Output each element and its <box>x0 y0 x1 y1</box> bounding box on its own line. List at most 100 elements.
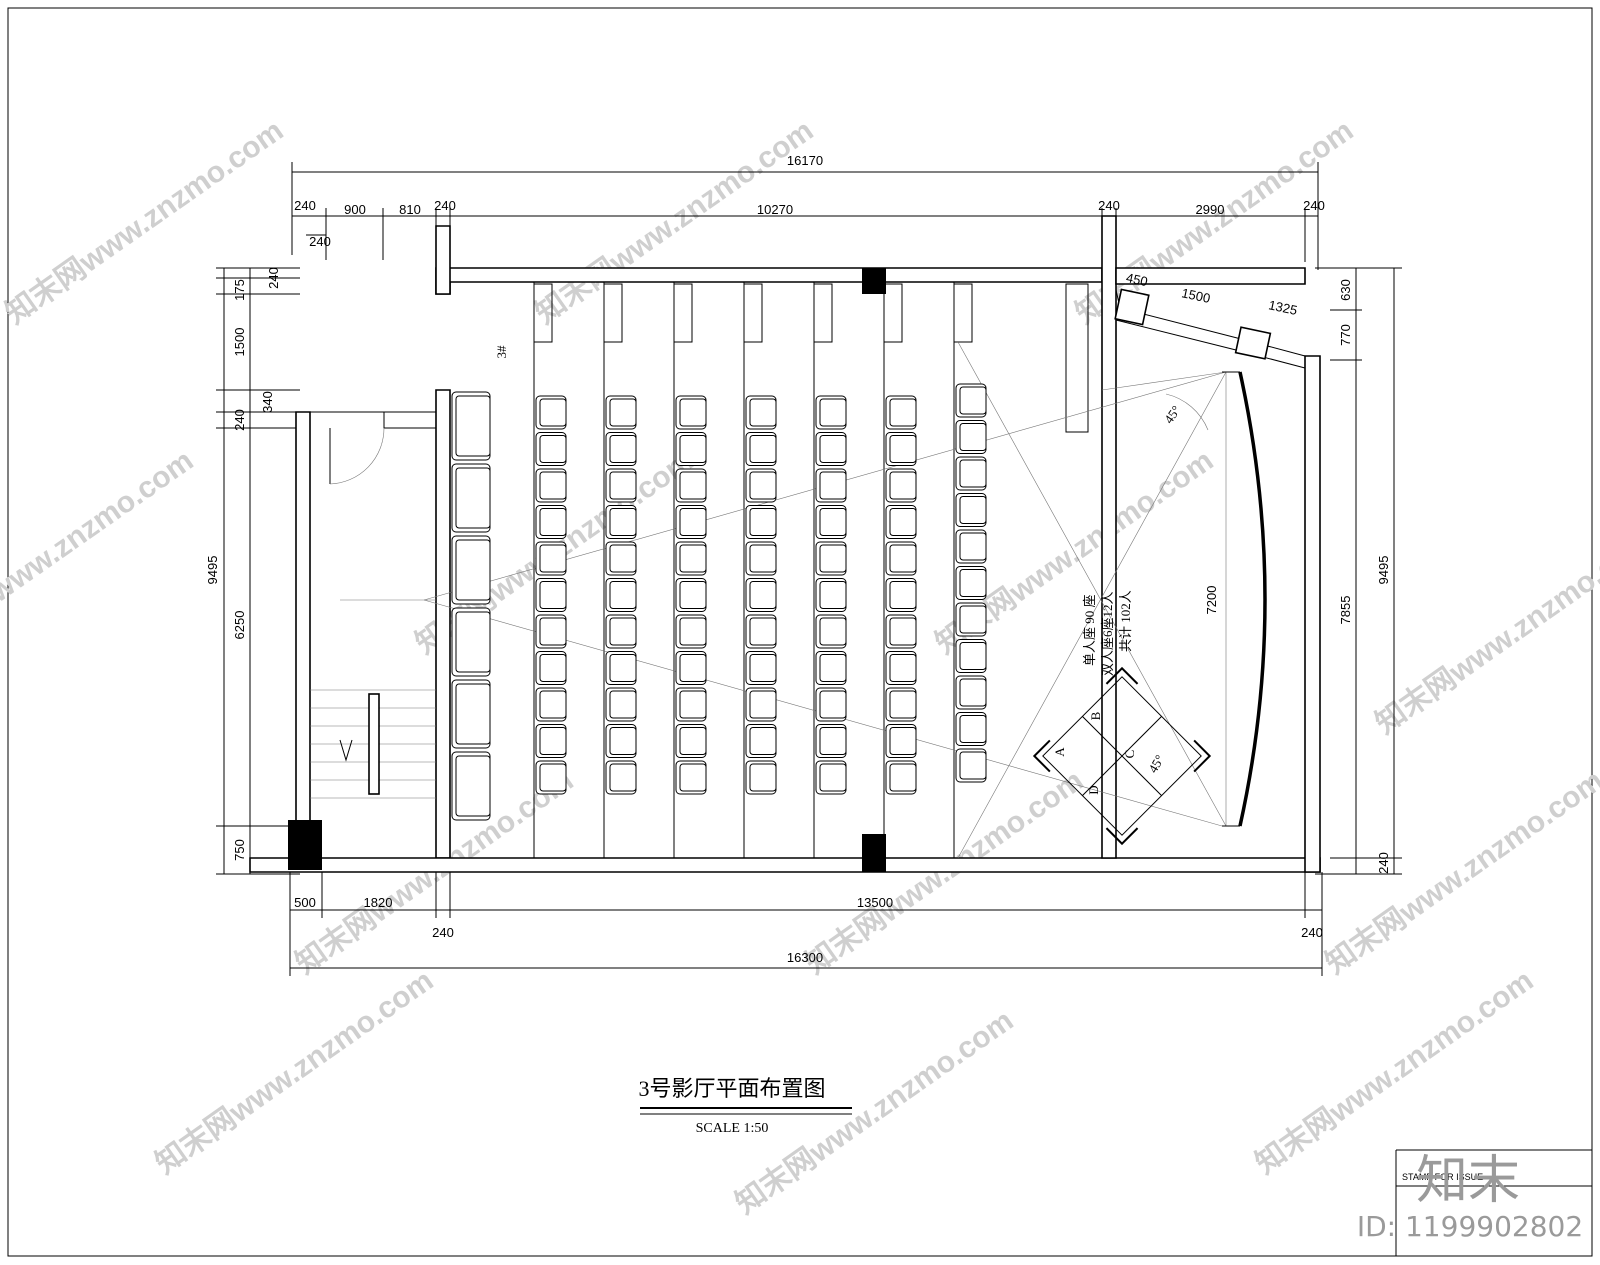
screen-room-dim-2: 1500 <box>1180 285 1211 306</box>
single-seat <box>605 468 637 503</box>
single-seat <box>535 724 567 758</box>
top-dimensions: 16170 240 900 810 240 10270 240 2990 240… <box>291 153 1325 270</box>
single-seat <box>815 687 847 722</box>
screen-width-dim: 7200 <box>1204 586 1219 615</box>
dim-bottom-seg-2: 1820 <box>364 895 393 910</box>
single-seat <box>605 395 637 430</box>
single-seat <box>955 639 987 673</box>
dim-left-total: 9495 <box>205 556 220 585</box>
single-seat <box>955 712 987 746</box>
drawing-scale: SCALE 1:50 <box>696 1121 769 1136</box>
seat-layer <box>451 383 987 821</box>
single-seat <box>815 651 847 685</box>
single-seat <box>885 505 917 539</box>
dim-top-seg-8: 240 <box>1303 198 1325 213</box>
capacity-single: 单人座 90 座 <box>1082 594 1097 666</box>
single-seat <box>745 541 777 576</box>
dim-bottom-seg-3: 13500 <box>857 895 893 910</box>
single-seat <box>885 432 917 466</box>
watermark-text: 知末网www.znzmo.com <box>150 964 440 1181</box>
single-seat <box>675 432 707 466</box>
dim-right-seg-4: 240 <box>1376 852 1391 874</box>
single-seat <box>955 420 987 454</box>
single-seat <box>955 529 987 564</box>
dim-bottom-total: 16300 <box>787 950 823 965</box>
single-seat <box>815 505 847 539</box>
capacity-notes: 单人座 90 座 双人座6座12人 共计 102人 <box>1082 590 1133 676</box>
title-block: STAMP FOR ISSUE <box>1395 1149 1592 1256</box>
dim-left-seg-5: 240 <box>232 409 247 431</box>
dim-top-seg-5: 10270 <box>757 202 793 217</box>
single-seat <box>815 468 847 503</box>
dim-left-seg-6: 6250 <box>232 611 247 640</box>
dim-top-seg-6: 240 <box>1098 198 1120 213</box>
single-seat <box>955 383 987 418</box>
single-seat <box>745 651 777 685</box>
dim-top-total: 16170 <box>787 153 823 168</box>
watermark-text: 知末网www.znzmo.com <box>530 114 820 331</box>
column-bottom <box>862 834 886 872</box>
single-seat <box>675 395 707 430</box>
single-seat <box>815 760 847 795</box>
drawing-title: 3号影厅平面布置图 <box>638 1076 825 1101</box>
single-seat <box>605 541 637 576</box>
room-label: 3# <box>494 345 509 359</box>
single-seat <box>675 614 707 649</box>
dim-top-seg-7: 2990 <box>1196 202 1225 217</box>
single-seat <box>955 566 987 600</box>
single-seat <box>535 468 567 503</box>
dim-right-seg-3: 7855 <box>1338 596 1353 625</box>
watermark-text: 知末网www.znzmo.com <box>1250 964 1540 1181</box>
single-seat <box>885 468 917 503</box>
single-seat <box>745 505 777 539</box>
brand-id: ID: 1199902802 <box>1357 1210 1583 1243</box>
single-seat <box>605 651 637 685</box>
single-seat <box>535 541 567 576</box>
dim-top-extra: 240 <box>309 234 331 249</box>
row-step-box <box>533 283 553 343</box>
single-seat <box>955 602 987 637</box>
double-seat <box>451 607 491 677</box>
single-seat <box>675 760 707 795</box>
single-seat <box>885 687 917 722</box>
watermark-text: 知末网www.znzmo.com <box>0 444 199 661</box>
dim-right-total: 9495 <box>1376 556 1391 585</box>
quadrant-b: B <box>1088 711 1103 720</box>
quadrant-d: D <box>1086 785 1101 794</box>
row-step-box <box>743 283 763 343</box>
single-seat <box>885 614 917 649</box>
single-seat <box>605 432 637 466</box>
single-seat <box>885 724 917 758</box>
dim-bottom-seg-1: 500 <box>294 895 316 910</box>
dim-left-seg-3: 1500 <box>232 328 247 357</box>
single-seat <box>745 614 777 649</box>
double-seat <box>451 535 491 605</box>
single-seat <box>675 687 707 722</box>
row-partitions <box>533 282 1089 858</box>
row-step-box <box>673 283 693 343</box>
screen-room-dim-1: 450 <box>1125 270 1149 289</box>
single-seat <box>885 578 917 612</box>
double-seat <box>451 679 491 749</box>
single-seat <box>745 395 777 430</box>
screen-room-dim-3: 1325 <box>1267 297 1298 318</box>
row-step-box <box>883 283 903 343</box>
quadrant-a: A <box>1052 747 1067 757</box>
row-step-box <box>953 283 973 343</box>
dim-left-seg-1: 175 <box>232 279 247 301</box>
single-seat <box>675 578 707 612</box>
sheet-border <box>7 7 1593 1257</box>
single-seat <box>535 687 567 722</box>
dim-right-seg-1: 630 <box>1338 279 1353 301</box>
single-seat <box>885 395 917 430</box>
single-seat <box>885 651 917 685</box>
bottom-dimensions: 500 1820 13500 240 240 16300 <box>289 872 1323 976</box>
single-seat <box>535 505 567 539</box>
stair <box>310 689 436 799</box>
single-seat <box>955 456 987 491</box>
capacity-double: 双人座6座12人 <box>1100 591 1115 676</box>
single-seat <box>675 651 707 685</box>
double-seat <box>451 391 491 461</box>
single-seat <box>885 541 917 576</box>
single-seat <box>535 760 567 795</box>
